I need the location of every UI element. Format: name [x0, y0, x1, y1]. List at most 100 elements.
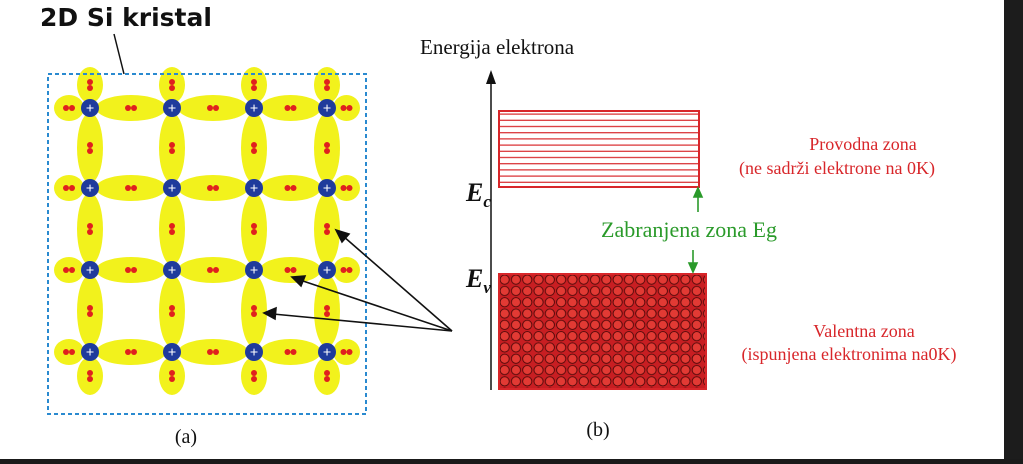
electron — [251, 142, 257, 148]
electron — [207, 105, 213, 111]
caption-b: (b) — [586, 419, 609, 441]
electron — [87, 148, 93, 154]
electron — [324, 79, 330, 85]
band-gap-arrows — [687, 186, 704, 274]
caption-a: (a) — [175, 426, 197, 448]
si-atom-symbol: + — [323, 101, 332, 117]
electron — [63, 185, 69, 191]
electron — [324, 142, 330, 148]
electron — [324, 305, 330, 311]
si-atom — [318, 179, 336, 197]
si-atom-symbol: + — [323, 181, 332, 197]
title-pointer — [113, 33, 125, 75]
energy-axis-arrowhead — [486, 70, 496, 84]
electron — [131, 185, 137, 191]
si-atom — [318, 261, 336, 279]
pointer-arrow — [299, 279, 453, 332]
electron — [213, 267, 219, 273]
electron — [169, 311, 175, 317]
electron — [207, 185, 213, 191]
electron — [169, 79, 175, 85]
dark-edge — [1004, 0, 1023, 459]
valence-band — [498, 273, 707, 390]
electron — [207, 349, 213, 355]
electron — [87, 223, 93, 229]
electron — [340, 349, 347, 355]
si-atom — [318, 99, 336, 117]
si-atom-symbol: + — [168, 263, 177, 279]
electron — [213, 185, 219, 191]
si-atom — [81, 261, 99, 279]
electron — [169, 85, 175, 91]
electron — [213, 349, 219, 355]
electron — [284, 185, 291, 191]
electron — [324, 148, 330, 154]
si-atom — [81, 343, 99, 361]
electron — [284, 105, 291, 111]
si-atom-symbol: + — [86, 181, 95, 197]
electron — [346, 105, 353, 111]
si-atom — [318, 343, 336, 361]
arrowhead — [262, 306, 277, 321]
ev-label: Ev — [465, 264, 491, 297]
valence-band-title: Valentna zona — [813, 321, 914, 341]
si-atom — [163, 261, 181, 279]
electron — [251, 370, 257, 376]
electron — [324, 85, 330, 91]
electron — [87, 85, 93, 91]
pointer-arrow — [272, 313, 453, 332]
electron — [340, 267, 347, 273]
si-atom-symbol: + — [250, 345, 259, 361]
electron — [69, 185, 75, 191]
electron — [324, 370, 330, 376]
si-atom — [81, 179, 99, 197]
electron — [284, 267, 291, 273]
electron — [131, 105, 137, 111]
electron — [63, 267, 69, 273]
electron — [290, 185, 297, 191]
crystal-title: 2D Si kristal — [40, 3, 212, 32]
electron — [169, 223, 175, 229]
electron — [87, 376, 93, 382]
conduction-band-title: Provodna zona — [809, 134, 916, 154]
conduction-band-note: (ne sadrži elektrone na 0K) — [739, 158, 935, 179]
energy-axis-label: Energija elektrona — [420, 35, 575, 59]
si-atom-symbol: + — [168, 101, 177, 117]
si-atom-symbol: + — [250, 181, 259, 197]
electron — [87, 311, 93, 317]
electron — [340, 105, 347, 111]
electron — [251, 229, 257, 235]
electron — [131, 267, 137, 273]
electron — [125, 267, 131, 273]
electron — [125, 349, 131, 355]
electron — [324, 223, 330, 229]
ec-label: Ec — [465, 178, 491, 211]
pointer-arrow — [342, 235, 453, 332]
electron — [324, 311, 330, 317]
si-atom — [163, 179, 181, 197]
electron — [290, 267, 297, 273]
arrowhead — [290, 275, 307, 288]
conduction-band — [498, 110, 700, 188]
electron — [169, 148, 175, 154]
si-atom-symbol: + — [323, 345, 332, 361]
electron — [125, 185, 131, 191]
band-gap-label: Zabranjena zona Eg — [601, 217, 777, 242]
si-atom-symbol: + — [86, 263, 95, 279]
si-crystal-lattice: ++++++++++++++++ — [54, 67, 360, 395]
electron — [69, 267, 75, 273]
electron — [251, 148, 257, 154]
electron — [324, 229, 330, 235]
electron — [87, 370, 93, 376]
si-atom — [163, 343, 181, 361]
electron-pointer-arrows — [262, 228, 453, 332]
si-atom — [245, 179, 263, 197]
electron — [169, 370, 175, 376]
electron — [251, 223, 257, 229]
electron — [346, 267, 353, 273]
electron — [169, 305, 175, 311]
electron — [207, 267, 213, 273]
valence-band-note: (ispunjena elektronima na0K) — [742, 344, 957, 365]
si-atom-symbol: + — [250, 263, 259, 279]
